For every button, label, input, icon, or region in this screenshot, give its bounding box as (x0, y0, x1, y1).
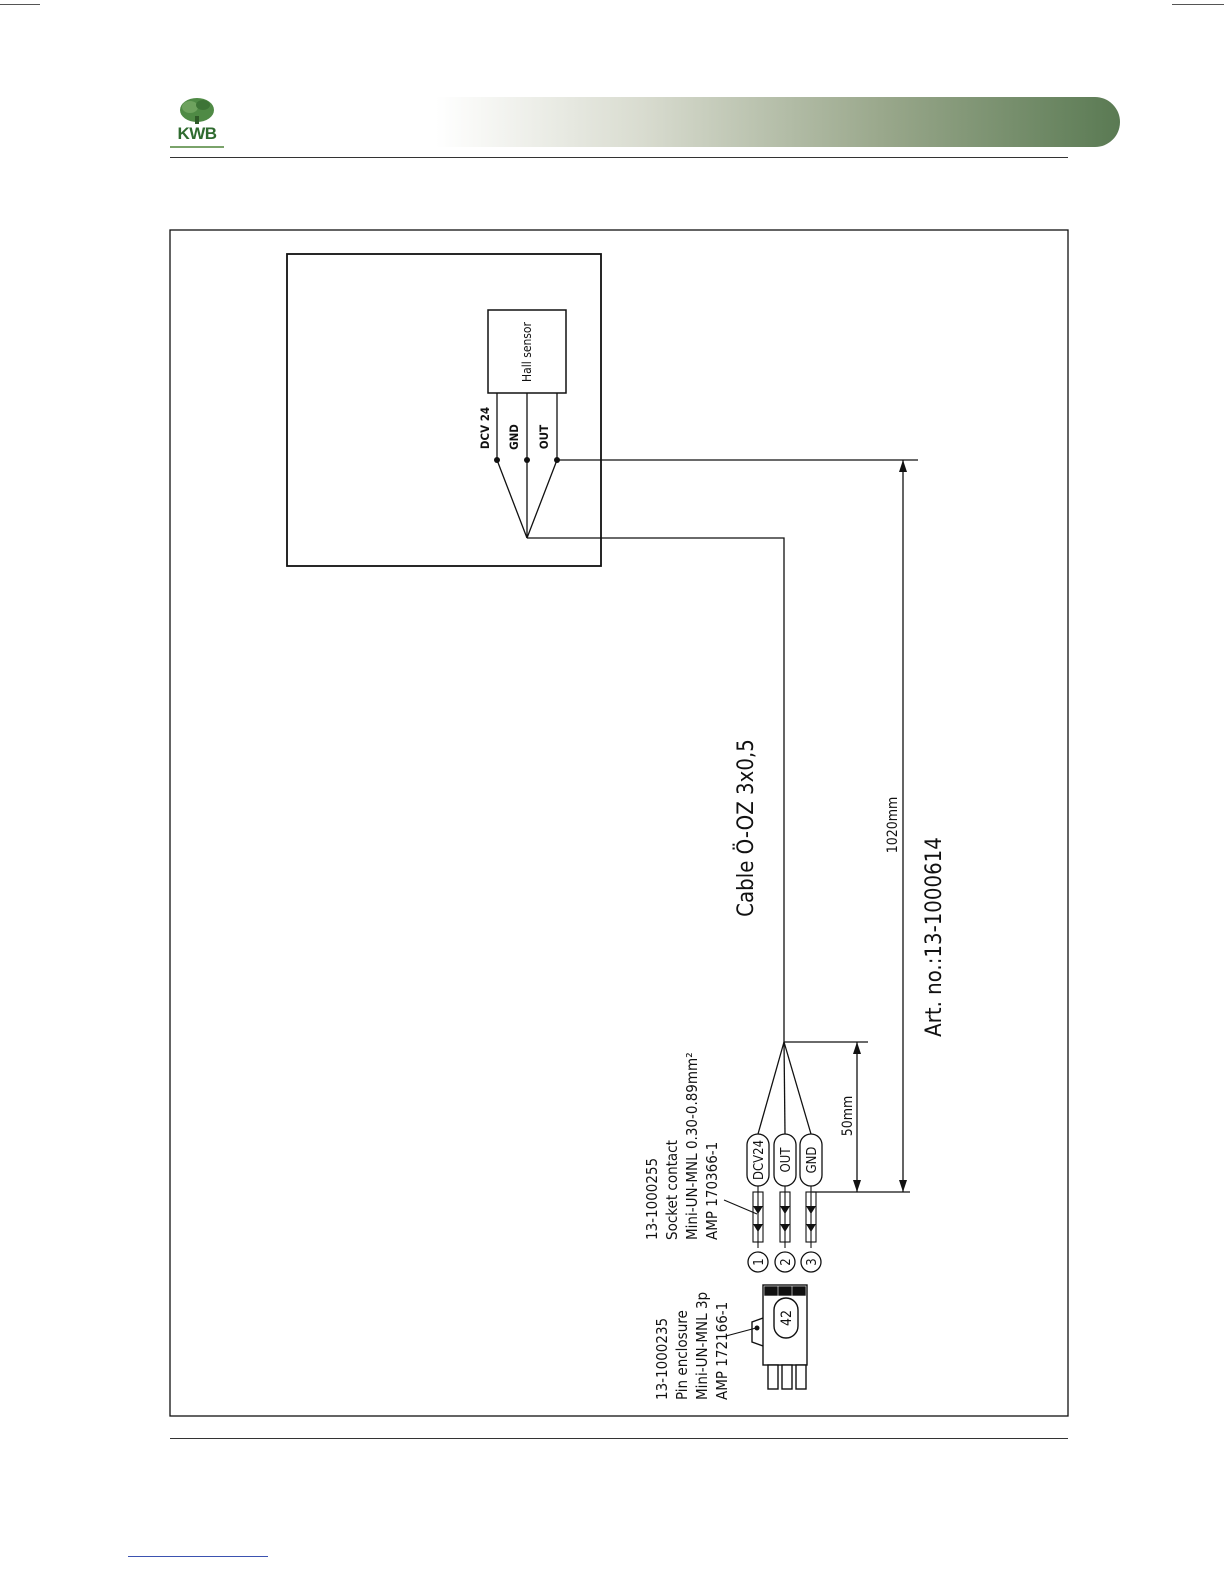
socket-contact-line-1: 13-1000255 (643, 1158, 661, 1240)
strip-length-dimension: 50mm (840, 1096, 856, 1137)
pin-number-2: 2 (779, 1258, 794, 1265)
pin-label-dcv24: DCV 24 (478, 407, 492, 449)
wire-label-out: OUT (779, 1147, 794, 1173)
pin-enclosure-line-1: 13-1000235 (653, 1318, 671, 1400)
pin-enclosure-line-4: AMP 172166-1 (713, 1302, 731, 1400)
wire-label-dcv24: DCV24 (752, 1140, 767, 1180)
pin-enclosure-line-3: Mini-UN-MNL 3p (693, 1292, 711, 1400)
socket-contact-line-2: Socket contact (663, 1140, 681, 1240)
diagram-frame (170, 230, 1068, 1416)
cable-label: Cable Ö-OZ 3x0,5 (733, 739, 759, 917)
hall-sensor-label: Hall sensor (520, 321, 534, 382)
wire-label-gnd: GND (805, 1147, 820, 1174)
pin-number-1: 1 (752, 1258, 767, 1265)
article-number: Art. no.:13-1000614 (922, 837, 947, 1037)
pin-label-out: OUT (537, 425, 551, 449)
sensor-housing (287, 254, 601, 566)
pin-label-gnd: GND (507, 424, 521, 450)
pin-enclosure-drawing (726, 1285, 807, 1389)
enclosure-marking: 42 (779, 1310, 795, 1326)
socket-contact-line-4: AMP 170366-1 (703, 1142, 721, 1240)
pin-number-3: 3 (805, 1258, 820, 1265)
socket-contact-line-3: Mini-UN-MNL 0.30-0.89mm² (683, 1052, 701, 1240)
length-dimension: 1020mm (885, 797, 901, 854)
pin-enclosure-line-2: Pin enclosure (673, 1310, 691, 1400)
